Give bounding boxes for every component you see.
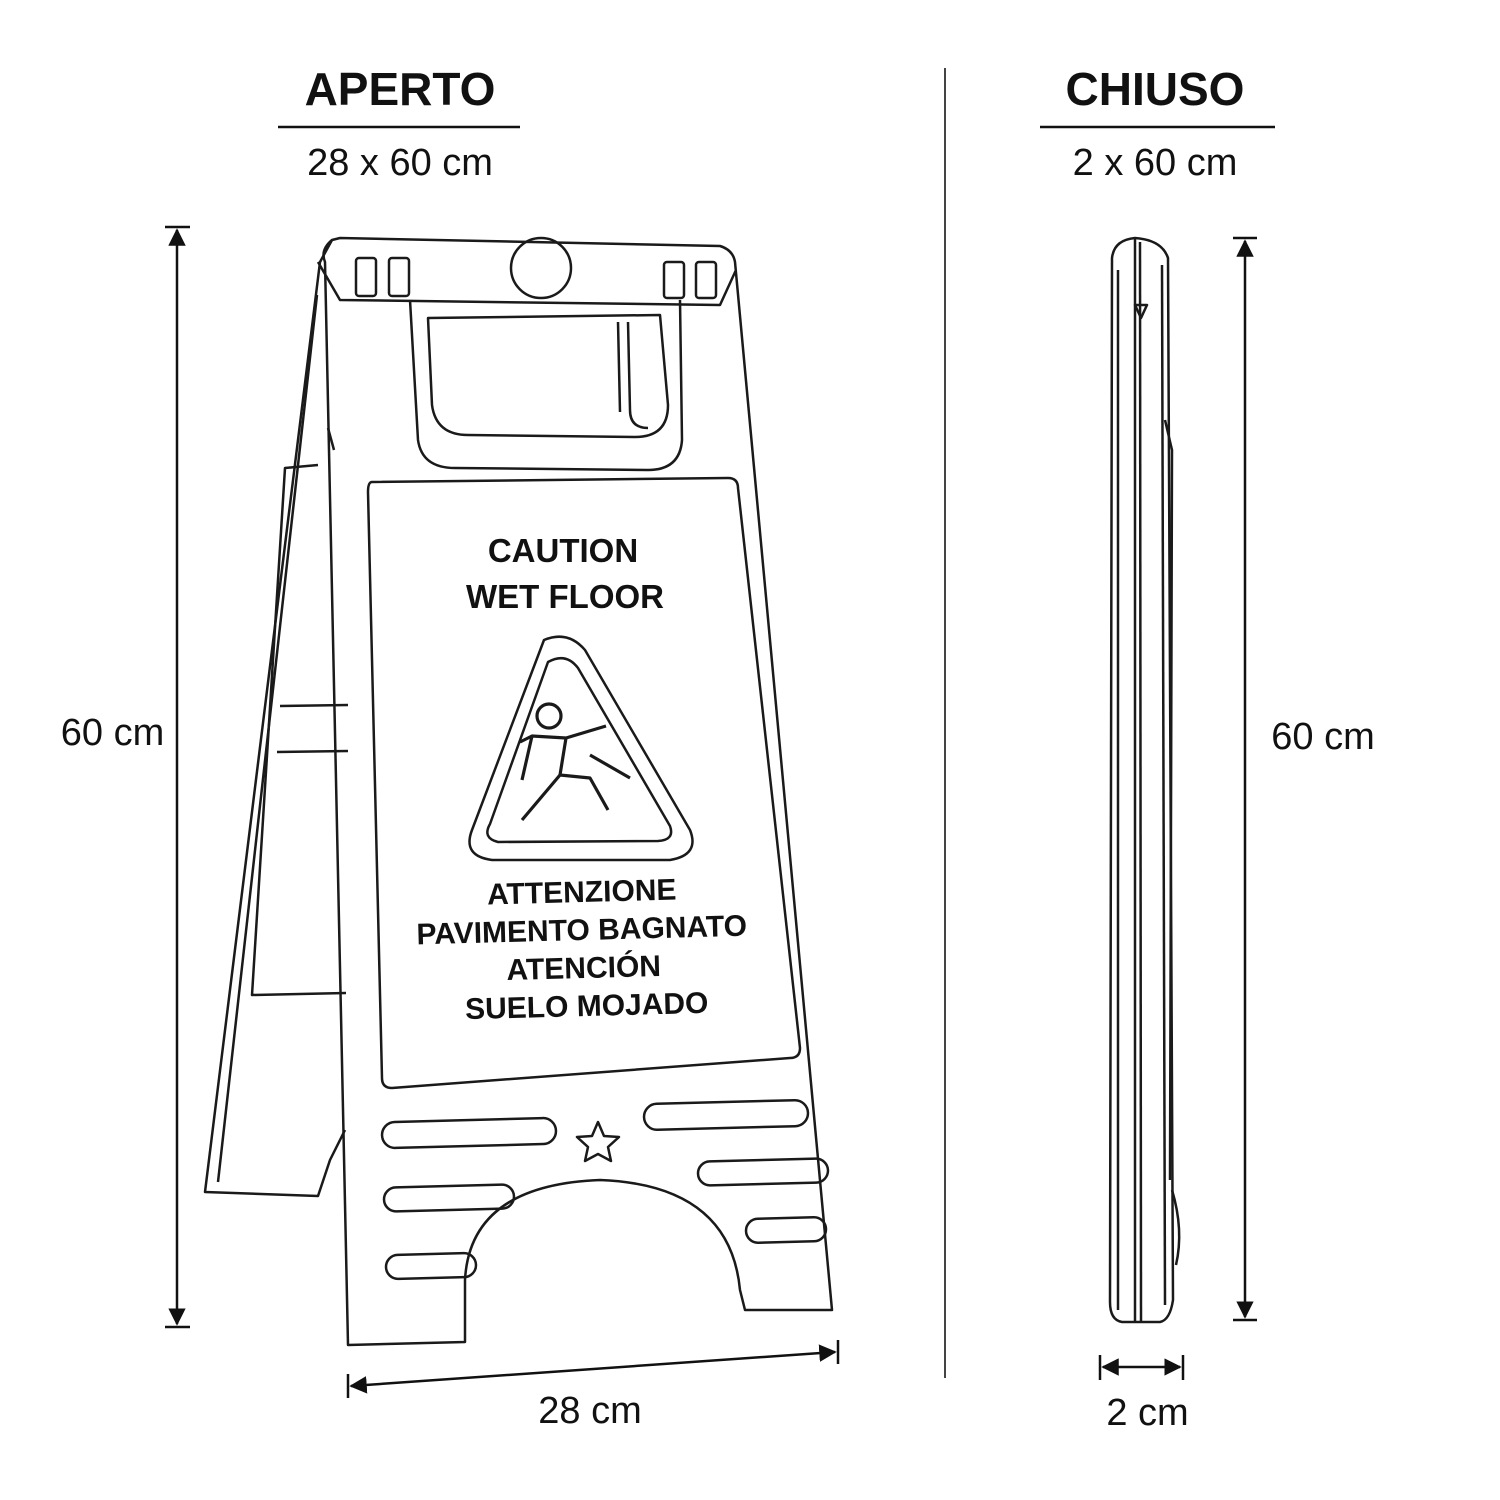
sign-text: CAUTION WET FLOOR ATTENZIONE PAVIMENTO B… bbox=[416, 532, 747, 1026]
sign-line-caution: CAUTION bbox=[488, 532, 638, 569]
sign-line-pavimento: PAVIMENTO BAGNATO bbox=[416, 910, 747, 952]
open-width-dimension bbox=[346, 1340, 840, 1398]
open-size: 28 x 60 cm bbox=[307, 142, 493, 184]
closed-sign-outline bbox=[1108, 236, 1175, 1324]
star-icon bbox=[575, 1120, 621, 1163]
open-title: APERTO bbox=[304, 63, 496, 115]
sign-line-atencion: ATENCIÓN bbox=[506, 949, 661, 987]
open-sign-drawing bbox=[203, 236, 834, 1347]
sign-line-suelo: SUELO MOJADO bbox=[465, 987, 709, 1026]
slipping-person-warning-icon bbox=[519, 702, 631, 822]
front-panel bbox=[322, 236, 834, 1347]
back-panel bbox=[203, 239, 347, 1198]
closed-title: CHIUSO bbox=[1065, 63, 1245, 115]
open-height-label: 60 cm bbox=[60, 712, 165, 754]
sign-line-wet-floor: WET FLOOR bbox=[466, 578, 664, 615]
warning-triangle-outer bbox=[468, 635, 694, 862]
closed-height-label: 60 cm bbox=[1271, 716, 1375, 758]
warning-triangle-inner bbox=[486, 656, 673, 844]
sign-line-attenzione: ATTENZIONE bbox=[487, 874, 677, 912]
label-panel bbox=[366, 476, 802, 1090]
closed-sign-drawing bbox=[1108, 236, 1181, 1324]
open-width-label: 28 cm bbox=[538, 1390, 642, 1432]
open-height-dimension bbox=[165, 225, 190, 1329]
closed-width-label: 2 cm bbox=[1106, 1392, 1189, 1434]
closed-size: 2 x 60 cm bbox=[1072, 142, 1238, 184]
closed-height-dimension bbox=[1233, 236, 1257, 1322]
closed-width-dimension bbox=[1098, 1355, 1185, 1380]
